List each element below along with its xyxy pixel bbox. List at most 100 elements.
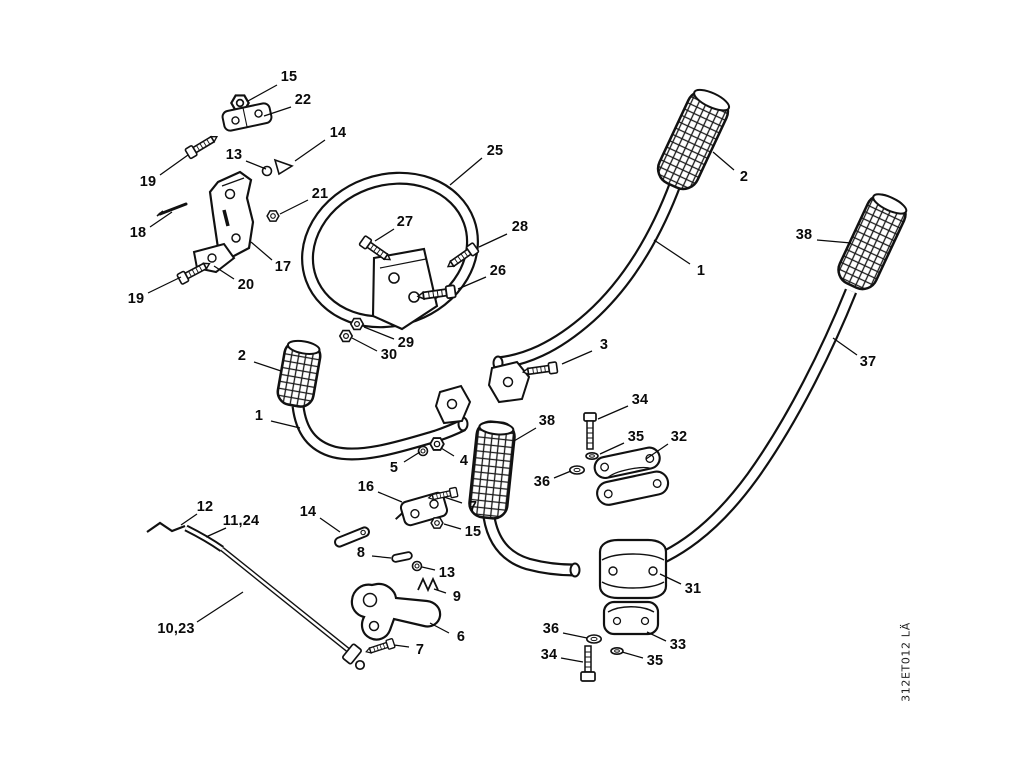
part-callout-14: 14	[329, 125, 347, 141]
part-callout-2: 2	[237, 348, 247, 364]
part-callout-15: 15	[280, 69, 298, 85]
throttle-cable-assembly	[146, 521, 366, 671]
part-callout-11-24: 11,24	[222, 513, 260, 529]
leader-line-22	[263, 106, 292, 117]
leader-line-31	[659, 573, 682, 585]
part-callout-19: 19	[127, 291, 145, 307]
leader-line-18	[149, 211, 173, 228]
part-callout-32: 32	[670, 429, 688, 445]
leader-line-7	[393, 644, 410, 648]
bolt-34-upper	[583, 412, 597, 450]
spring-9	[417, 576, 439, 593]
leader-line-16	[377, 491, 403, 503]
leader-line-14	[319, 517, 341, 533]
cable-adjuster	[342, 643, 362, 665]
leader-line-5	[403, 451, 421, 463]
part-callout-19: 19	[139, 174, 157, 190]
part-callout-5: 5	[389, 460, 399, 476]
leader-line-28	[478, 233, 508, 248]
leader-line-17	[250, 241, 273, 261]
part-callout-36: 36	[533, 474, 551, 490]
leader-line-2	[712, 151, 735, 171]
leader-line-37	[832, 337, 858, 356]
part-callout-18: 18	[129, 225, 147, 241]
part-callout-27: 27	[396, 214, 414, 230]
leader-line-3	[561, 350, 593, 365]
leader-line-6	[429, 622, 450, 634]
leader-line-38	[513, 427, 537, 442]
part-callout-16: 16	[357, 479, 375, 495]
part-callout-10-23: 10,23	[157, 621, 195, 637]
part-callout-33: 33	[669, 637, 687, 653]
leader-line-14	[294, 139, 326, 162]
leader-line-9	[433, 588, 447, 594]
clamp-strap-22	[221, 102, 273, 132]
leader-line-36	[562, 632, 588, 639]
part-callout-13: 13	[225, 147, 243, 163]
leader-line-15	[443, 523, 462, 530]
leader-line-35	[599, 442, 625, 455]
leader-line-35	[621, 651, 644, 659]
loop-mount-bracket	[371, 247, 439, 331]
part-callout-34: 34	[631, 392, 649, 408]
leader-line-19	[147, 276, 182, 294]
leader-line-2	[253, 361, 282, 372]
leader-line-10-23	[196, 591, 244, 623]
washer-36-lower	[585, 634, 602, 644]
leader-line-21	[279, 199, 309, 215]
part-callout-17: 17	[274, 259, 292, 275]
washer-35-lower	[610, 646, 624, 655]
part-callout-25: 25	[486, 143, 504, 159]
part-callout-28: 28	[511, 219, 529, 235]
part-callout-36: 36	[542, 621, 560, 637]
leader-line-19	[159, 154, 189, 176]
bar-clamp-32	[593, 446, 670, 506]
part-callout-7: 7	[468, 499, 478, 515]
part-callout-26: 26	[489, 263, 507, 279]
leader-line-27	[374, 228, 395, 242]
part-callout-9: 9	[452, 589, 462, 605]
part-callout-35: 35	[627, 429, 645, 445]
leader-line-30	[351, 337, 378, 352]
grip-right-2	[656, 88, 731, 191]
part-callout-7: 7	[415, 642, 425, 658]
bar-clamp-31	[598, 538, 668, 600]
leader-line-38	[816, 239, 852, 244]
leader-line-20	[213, 265, 235, 280]
part-callout-6: 6	[456, 629, 466, 645]
part-callout-34: 34	[540, 647, 558, 663]
trigger-bracket-16	[395, 491, 449, 527]
handlebar-tube-37	[634, 288, 858, 575]
spring-pin-18	[156, 202, 188, 217]
mount-bracket-17	[208, 170, 255, 259]
throttle-trigger-6	[350, 582, 442, 641]
part-callout-30: 30	[380, 347, 398, 363]
bar-tab	[434, 384, 472, 425]
leader-line-15	[247, 84, 278, 102]
part-callout-3: 3	[599, 337, 609, 353]
cable-wire-12	[146, 521, 186, 533]
leader-line-36	[553, 470, 572, 479]
leader-line-34	[560, 657, 584, 663]
part-callout-13: 13	[438, 565, 456, 581]
part-callout-12: 12	[196, 499, 214, 515]
part-callout-38: 38	[795, 227, 813, 243]
part-callout-37: 37	[859, 354, 877, 370]
tube-end-cap	[569, 562, 581, 578]
grip-far-right-38	[837, 193, 908, 291]
leader-line-7	[443, 496, 463, 504]
part-callout-20: 20	[237, 277, 255, 293]
part-callout-35: 35	[646, 653, 664, 669]
part-callout-21: 21	[311, 186, 329, 202]
grip-left-2	[276, 339, 322, 408]
part-callout-31: 31	[684, 581, 702, 597]
leader-line-26	[457, 276, 487, 290]
leader-line-11-24	[205, 527, 227, 538]
leader-line-12	[180, 513, 198, 526]
part-callout-8: 8	[356, 545, 366, 561]
leader-line-1	[653, 239, 691, 265]
leader-line-13	[421, 566, 436, 571]
